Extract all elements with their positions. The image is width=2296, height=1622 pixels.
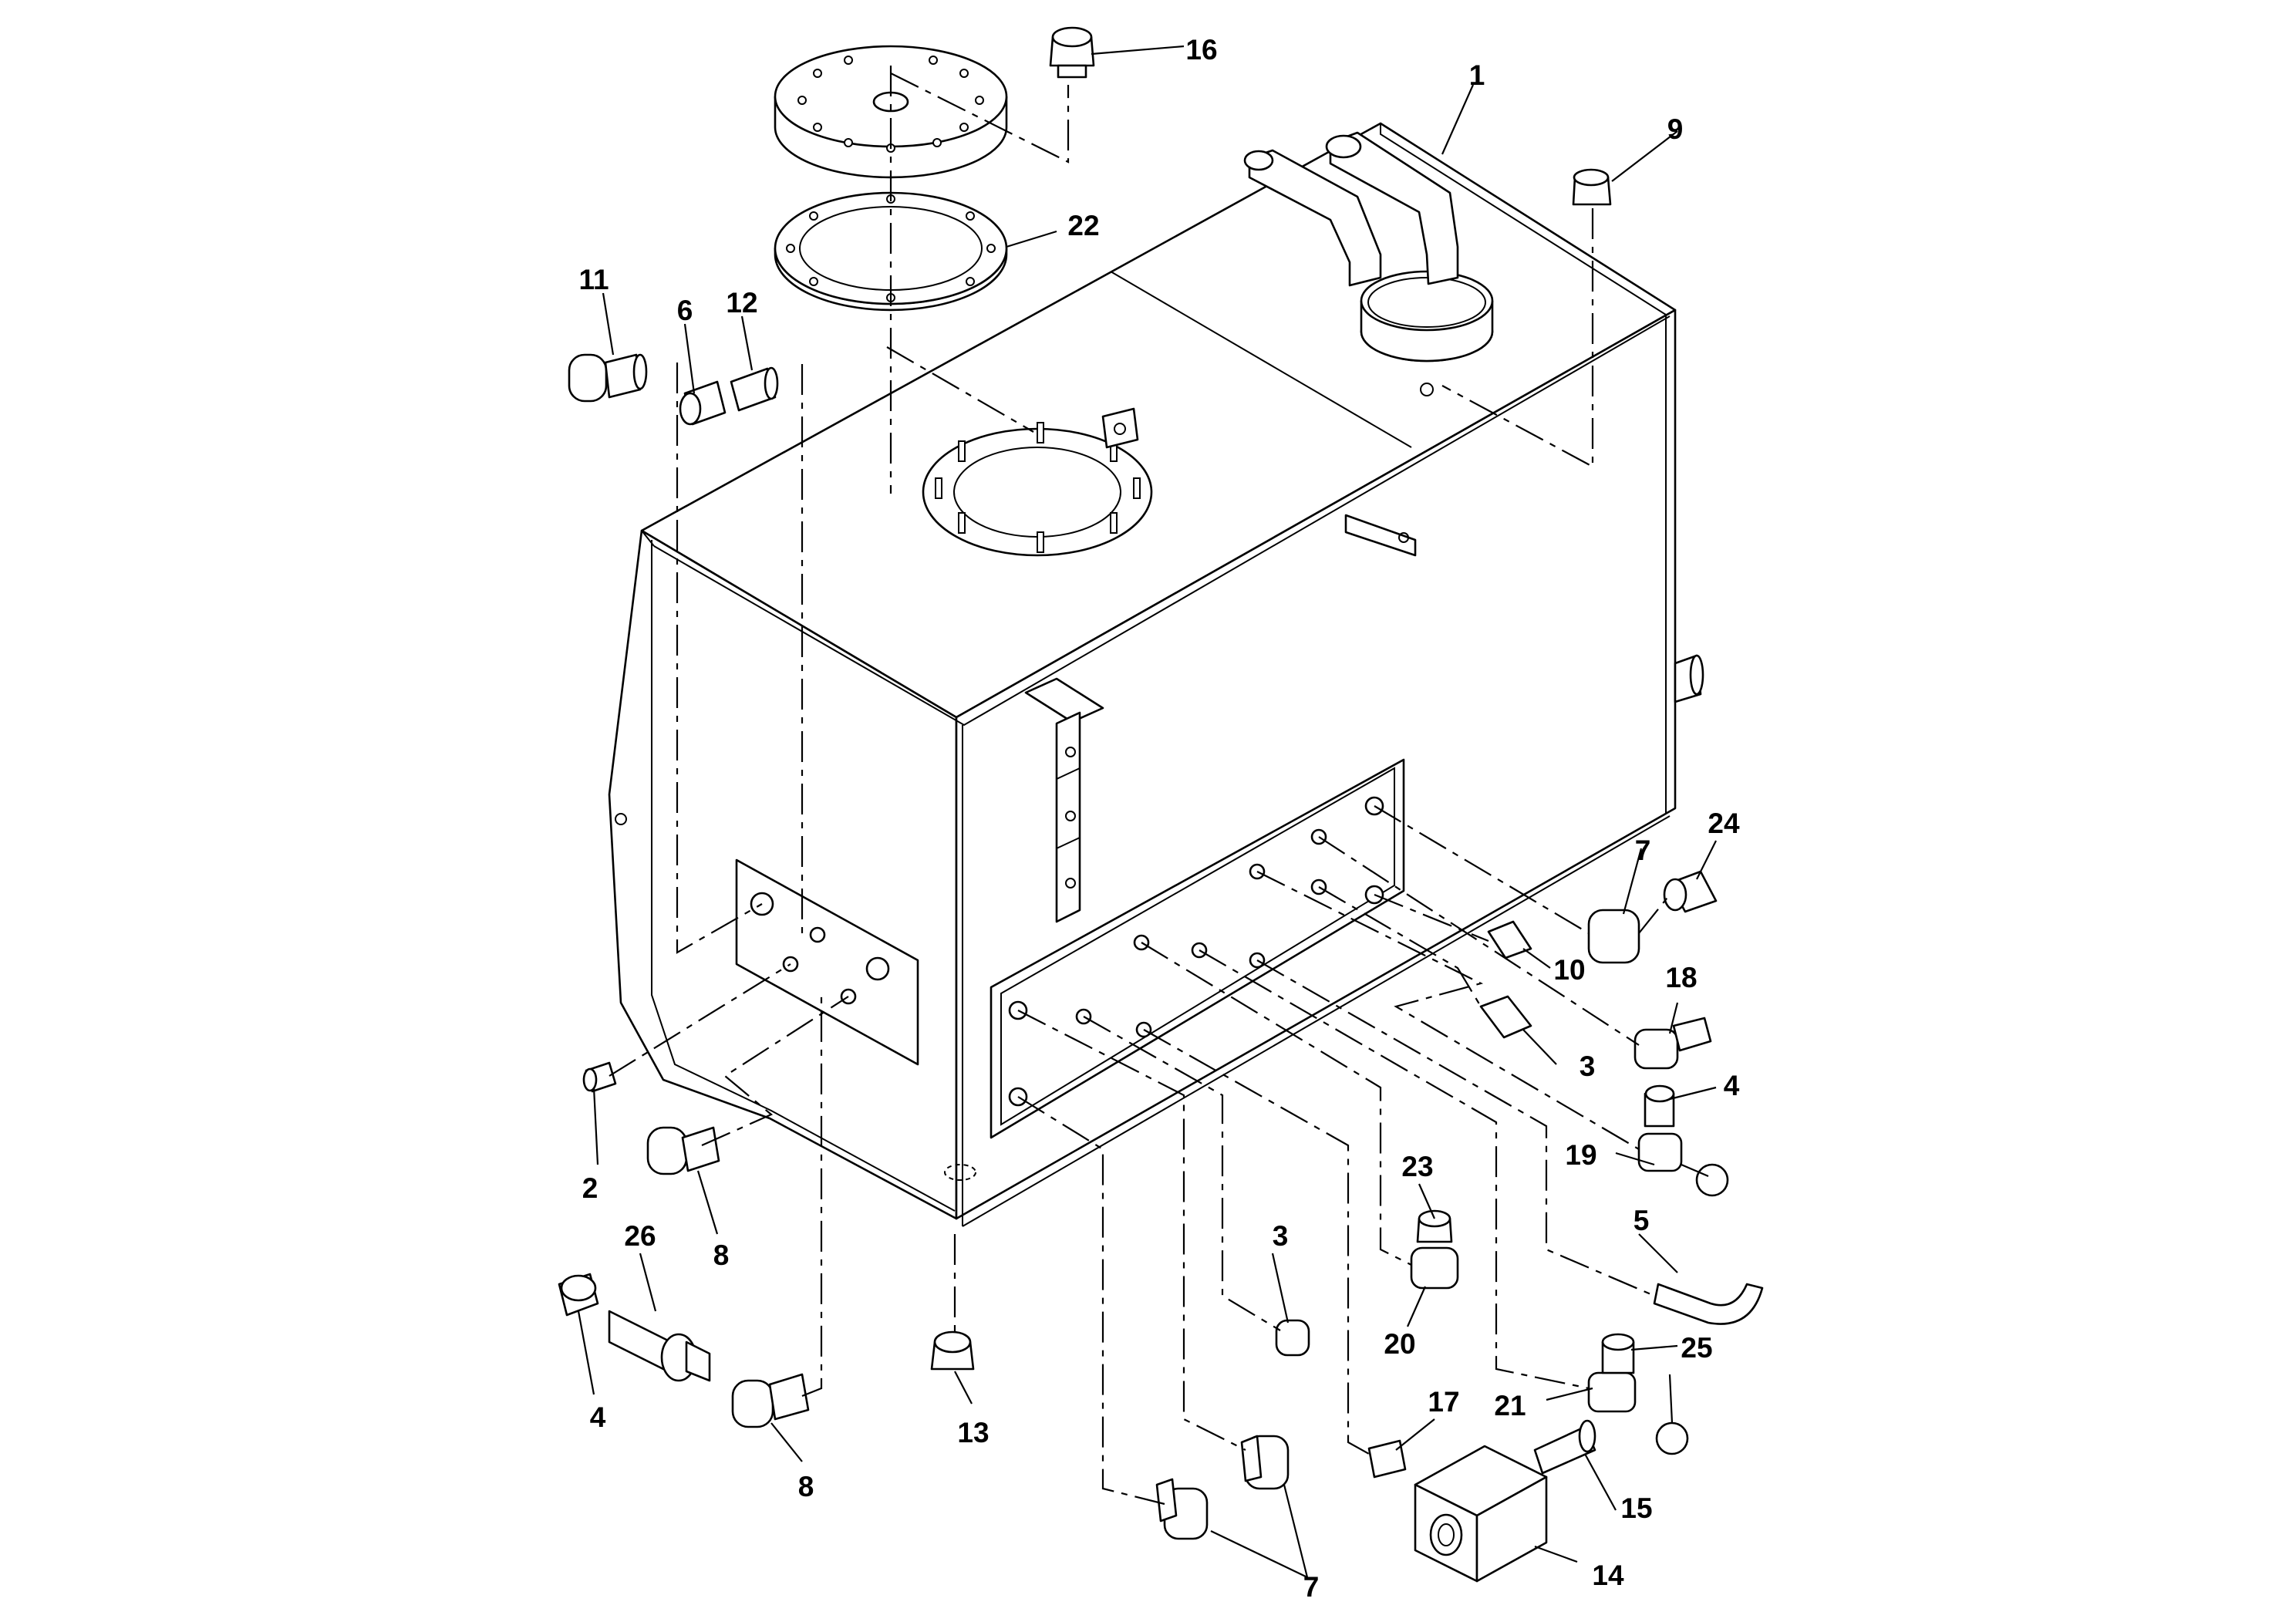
callout-2: 2 [582, 1172, 598, 1204]
elbow-7-upper [1587, 909, 1640, 964]
callout-1: 1 [1469, 59, 1485, 91]
elbow-7-lower-a [1155, 1478, 1209, 1540]
cap-4-right [1695, 1163, 1729, 1197]
callout-26: 26 [624, 1220, 656, 1252]
callout-9: 9 [1667, 113, 1684, 145]
breather-port [1360, 270, 1494, 396]
elbow-8-upper [646, 1126, 720, 1175]
elbow-18 [1633, 1017, 1712, 1070]
callout-21: 21 [1494, 1390, 1526, 1421]
callout-14: 14 [1592, 1560, 1624, 1591]
plug-16 [1049, 26, 1095, 79]
hose-5 [1653, 1283, 1764, 1325]
callout-3-mid: 3 [1273, 1220, 1289, 1252]
cap-4-left [558, 1273, 599, 1317]
cap-6 [679, 380, 727, 426]
adapter-3-upper [1479, 995, 1532, 1039]
callout-10: 10 [1553, 954, 1585, 986]
right-port-plate [990, 758, 1405, 1139]
elbow-3-mid [1275, 1319, 1310, 1357]
callout-5: 5 [1633, 1205, 1650, 1236]
callout-8-upper: 8 [713, 1239, 730, 1271]
callout-19: 19 [1565, 1139, 1596, 1171]
callout-15: 15 [1620, 1492, 1652, 1524]
elbow-11 [568, 353, 648, 403]
callout-6: 6 [677, 295, 693, 326]
adapter-12 [730, 366, 779, 412]
elbow-7-lower-b [1240, 1435, 1290, 1490]
adapter-15 [1533, 1419, 1596, 1475]
cap-25 [1655, 1421, 1689, 1455]
callout-13: 13 [957, 1417, 989, 1448]
fittings [558, 26, 1764, 1583]
callout-3-upper: 3 [1580, 1050, 1596, 1082]
callout-labels: 1 16 9 22 11 6 12 24 7 10 18 3 4 19 5 23… [578, 34, 1740, 1603]
callout-20: 20 [1384, 1328, 1415, 1360]
leader-lines [577, 45, 1717, 1578]
callout-7-lower: 7 [1303, 1571, 1320, 1603]
top-tab [1344, 514, 1417, 557]
elbow-20 [1410, 1246, 1459, 1290]
adapter-2 [582, 1061, 617, 1093]
callout-24: 24 [1708, 808, 1740, 839]
elbow-8-lower [731, 1373, 810, 1428]
nut-24 [1663, 870, 1718, 913]
cap-9 [1572, 168, 1612, 206]
adapter-10 [1487, 920, 1532, 959]
tee-19 [1637, 1084, 1683, 1172]
callout-8-lower: 8 [798, 1471, 814, 1502]
hydraulic-tank [608, 122, 1704, 1227]
return-pipes [1243, 131, 1459, 287]
callout-11: 11 [578, 264, 609, 295]
cleanout-opening [922, 407, 1153, 557]
callout-25: 25 [1681, 1332, 1712, 1364]
callout-17: 17 [1428, 1386, 1459, 1418]
callout-16: 16 [1185, 34, 1217, 66]
callout-18: 18 [1665, 962, 1697, 993]
callout-4-left: 4 [590, 1401, 606, 1433]
valve-block-14 [1414, 1445, 1548, 1583]
callout-12: 12 [726, 287, 757, 319]
callout-23: 23 [1401, 1151, 1433, 1182]
tee-21 [1587, 1333, 1637, 1413]
assembly-lines [609, 66, 1709, 1506]
callout-22: 22 [1067, 210, 1099, 241]
left-port-block [735, 858, 919, 1066]
valve-26 [608, 1310, 711, 1382]
mounting-bracket [1024, 677, 1104, 923]
cap-23 [1416, 1209, 1453, 1243]
callout-7-upper: 7 [1635, 835, 1651, 866]
plug-13 [930, 1330, 975, 1371]
callout-4-right: 4 [1724, 1070, 1740, 1101]
